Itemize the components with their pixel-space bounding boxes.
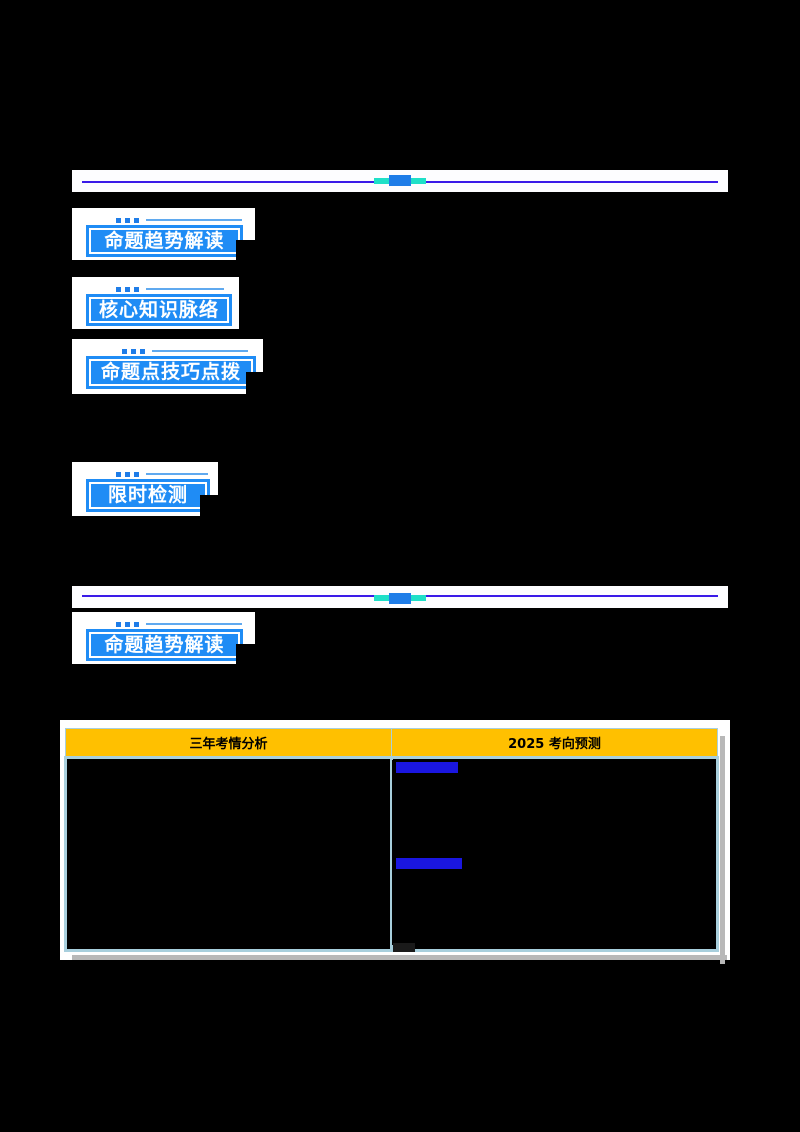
section-marker-icon bbox=[389, 175, 411, 186]
badge-deco-line bbox=[152, 350, 248, 352]
badge-label: 命题点技巧点拨 bbox=[101, 361, 242, 383]
section-badge-technique[interactable]: 命题点技巧点拨 bbox=[72, 339, 263, 394]
badge-label: 核心知识脉络 bbox=[99, 298, 220, 321]
section-badge-trend-1[interactable]: 命题趋势解读 bbox=[72, 208, 255, 260]
highlight-fragment-top bbox=[396, 762, 458, 773]
badge-box[interactable]: 限时检测 bbox=[86, 479, 210, 512]
badge-label: 命题趋势解读 bbox=[104, 633, 225, 656]
badge-dots-decoration bbox=[116, 286, 224, 292]
badge-box[interactable]: 命题趋势解读 bbox=[86, 629, 243, 661]
badge-box[interactable]: 命题点技巧点拨 bbox=[86, 356, 256, 389]
badge-dots-decoration bbox=[122, 348, 248, 354]
highlight-fragment-mid bbox=[396, 858, 462, 869]
table-header-analysis: 三年考情分析 bbox=[65, 728, 392, 758]
badge-deco-line bbox=[146, 288, 224, 290]
table-shadow-bottom bbox=[72, 955, 727, 960]
content-mask-right-cell bbox=[392, 760, 708, 945]
top-divider bbox=[72, 170, 728, 192]
badge-label: 限时检测 bbox=[107, 484, 188, 506]
text-fragment-bottom bbox=[393, 943, 415, 952]
section-badge-timed-test[interactable]: 限时检测 bbox=[72, 462, 218, 516]
badge-dots-decoration bbox=[116, 621, 242, 627]
badge-label: 命题趋势解读 bbox=[104, 229, 225, 252]
section-marker-icon bbox=[389, 593, 411, 604]
section-badge-core-knowledge[interactable]: 核心知识脉络 bbox=[72, 277, 239, 329]
table-shadow-right bbox=[720, 736, 725, 964]
badge-shadow-1 bbox=[236, 240, 255, 260]
badge-inner-border: 核心知识脉络 bbox=[89, 297, 229, 323]
table-header-forecast: 2025 考向预测 bbox=[391, 728, 718, 758]
badge-box[interactable]: 核心知识脉络 bbox=[86, 294, 232, 326]
badge-shadow-5 bbox=[236, 644, 255, 664]
content-mask-left-cell bbox=[72, 760, 384, 945]
table-header-row: 三年考情分析 2025 考向预测 bbox=[65, 728, 718, 758]
badge-dots-decoration bbox=[116, 217, 242, 223]
badge-box[interactable]: 命题趋势解读 bbox=[86, 225, 243, 257]
section-badge-trend-2[interactable]: 命题趋势解读 bbox=[72, 612, 255, 664]
badge-inner-border: 命题趋势解读 bbox=[89, 632, 240, 658]
badge-shadow-3 bbox=[246, 372, 264, 394]
badge-dots-decoration bbox=[116, 471, 208, 477]
badge-deco-line bbox=[146, 623, 242, 625]
badge-inner-border: 命题点技巧点拨 bbox=[89, 359, 253, 386]
badge-deco-line bbox=[146, 219, 242, 221]
badge-inner-border: 命题趋势解读 bbox=[89, 228, 240, 254]
badge-inner-border: 限时检测 bbox=[89, 482, 207, 509]
badge-deco-line bbox=[146, 473, 208, 475]
badge-shadow-4 bbox=[200, 495, 218, 516]
middle-divider bbox=[72, 586, 728, 608]
